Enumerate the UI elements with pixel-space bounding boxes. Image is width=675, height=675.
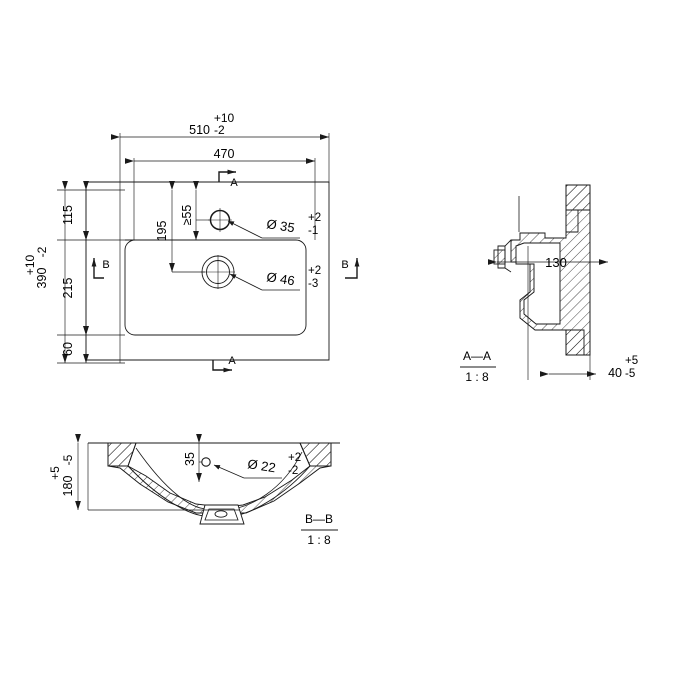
waste-hole-label: Ø 46 bbox=[266, 269, 296, 288]
section-marker-labels: A A B B bbox=[102, 177, 348, 367]
basin-outline bbox=[85, 181, 330, 361]
waste-hole bbox=[201, 255, 235, 289]
tap-hole-tol-plus: +2 bbox=[308, 212, 321, 224]
dim-195-value: 195 bbox=[155, 221, 169, 242]
waste-hole-tol-minus: -3 bbox=[308, 278, 318, 290]
top-view-group bbox=[85, 181, 330, 361]
dim-390-tolerance-minus: -2 bbox=[35, 246, 49, 257]
dim-470-value: 470 bbox=[214, 147, 235, 161]
section-aa-title: A—A bbox=[463, 349, 491, 363]
bowl-outline bbox=[124, 239, 307, 336]
section-bb-group bbox=[88, 442, 340, 525]
dim-min55-value: ≥55 bbox=[180, 205, 194, 226]
dim-40-tol-plus: +5 bbox=[625, 355, 638, 367]
dim-180-tol-minus: -5 bbox=[61, 454, 75, 465]
tap-hole-tol-minus: -1 bbox=[308, 225, 318, 237]
section-aa-group bbox=[493, 184, 591, 356]
section-aa-scale: 1 : 8 bbox=[465, 370, 489, 384]
dim-180-tol-plus: +5 bbox=[48, 466, 62, 480]
overflow-hole-tol-minus: -2 bbox=[288, 465, 298, 477]
dim-130-value: 130 bbox=[545, 255, 567, 270]
overflow-hole-tol-plus: +2 bbox=[288, 452, 301, 464]
tap-hole-label: Ø 35 bbox=[266, 216, 296, 235]
section-aa-dimensions bbox=[488, 186, 608, 380]
dim-510-tolerance-plus: +10 bbox=[214, 111, 235, 125]
overflow-hole bbox=[201, 457, 211, 467]
section-markers bbox=[91, 169, 360, 373]
dim-115-value: 115 bbox=[61, 205, 75, 225]
section-mark-a-bottom: A bbox=[228, 355, 236, 367]
section-aa-labels: 130 +5 40 -5 A—A 1 : 8 bbox=[463, 255, 638, 384]
dim-215-value: 215 bbox=[61, 278, 75, 299]
dim-510-value: 510 bbox=[189, 123, 210, 137]
section-mark-b-left: B bbox=[102, 259, 109, 271]
section-mark-b-right: B bbox=[341, 259, 348, 271]
dim-180-value: 180 bbox=[61, 476, 75, 497]
section-bb-labels: +5 180 -5 35 Ø 22 +2 -2 B—B 1 : 8 bbox=[48, 452, 333, 547]
dim-390-tolerance-plus: +10 bbox=[23, 254, 37, 275]
waste-hole-tol-plus: +2 bbox=[308, 265, 321, 277]
dim-35-value: 35 bbox=[183, 452, 197, 466]
dim-60-value: 60 bbox=[61, 342, 75, 356]
section-bb-dimensions bbox=[75, 434, 282, 511]
overflow-hole-label: Ø 22 bbox=[247, 456, 277, 475]
dim-40-tol-minus: -5 bbox=[625, 368, 635, 380]
dim-510-tolerance-minus: -2 bbox=[214, 123, 225, 137]
dim-390-value: 390 bbox=[35, 268, 49, 289]
section-bb-scale: 1 : 8 bbox=[307, 533, 331, 547]
hole-leaders bbox=[227, 220, 300, 291]
top-view-labels: +10 510 -2 470 +10 390 -2 115 215 60 195… bbox=[23, 111, 321, 356]
section-mark-a-top: A bbox=[230, 177, 238, 189]
top-view-dimensions bbox=[57, 133, 330, 364]
section-bb-title: B—B bbox=[305, 512, 333, 526]
tap-hole bbox=[208, 208, 232, 232]
dim-40-value: 40 bbox=[608, 366, 622, 380]
